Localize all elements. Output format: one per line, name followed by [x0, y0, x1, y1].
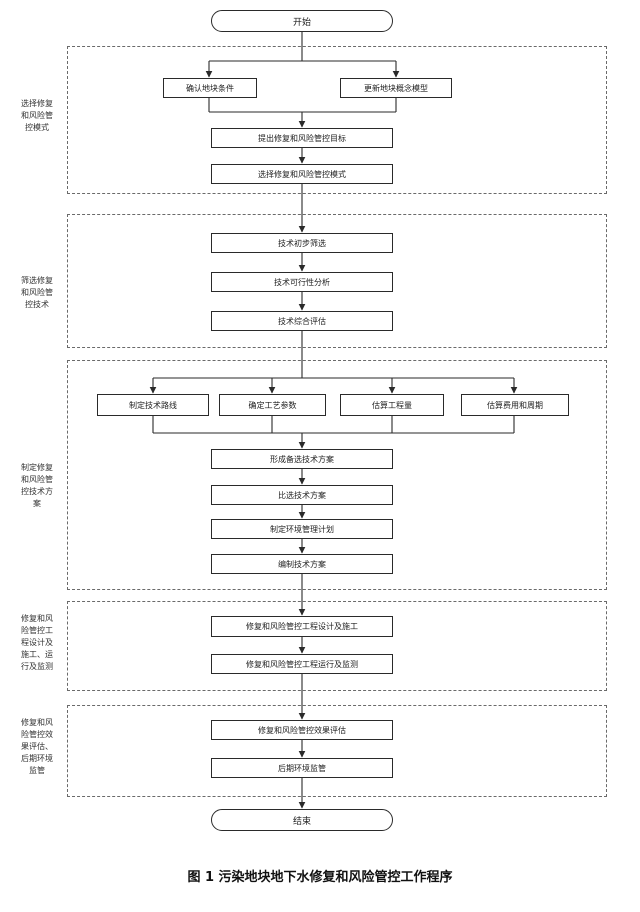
section-label-4: 修复和风险管控工程设计及施工、运行及监测 — [21, 614, 53, 671]
section-label-2: 筛选修复和风险管控技术 — [21, 276, 53, 309]
section-label-5: 修复和风险管控效果评估、后期环境监管 — [21, 718, 53, 775]
step-environmental-plan: 制定环境管理计划 — [211, 519, 393, 539]
step-compare-schemes: 比选技术方案 — [211, 485, 393, 505]
step-process-parameters: 确定工艺参数 — [219, 394, 326, 416]
step-confirm-site-conditions: 确认地块条件 — [163, 78, 257, 98]
section-frame-2 — [67, 214, 607, 348]
section-frame-1 — [67, 46, 607, 194]
step-operation-monitoring: 修复和风险管控工程运行及监测 — [211, 654, 393, 674]
step-estimate-cost-period: 估算费用和周期 — [461, 394, 569, 416]
step-initial-screening: 技术初步筛选 — [211, 233, 393, 253]
step-update-conceptual-model: 更新地块概念模型 — [340, 78, 452, 98]
step-select-mode: 选择修复和风险管控模式 — [211, 164, 393, 184]
step-alternative-schemes: 形成备选技术方案 — [211, 449, 393, 469]
section-frame-4 — [67, 601, 607, 691]
step-technical-route: 制定技术路线 — [97, 394, 209, 416]
section-label-3: 制定修复和风险管控技术方案 — [21, 463, 53, 508]
step-post-supervision: 后期环境监管 — [211, 758, 393, 778]
figure-caption: 图 1 污染地块地下水修复和风险管控工作程序 — [187, 870, 453, 885]
step-design-construction: 修复和风险管控工程设计及施工 — [211, 616, 393, 637]
step-effect-evaluation: 修复和风险管控效果评估 — [211, 720, 393, 740]
step-comprehensive-evaluation: 技术综合评估 — [211, 311, 393, 331]
section-frame-3 — [67, 360, 607, 590]
section-frame-5 — [67, 705, 607, 797]
start-terminal: 开始 — [211, 10, 393, 32]
step-propose-targets: 提出修复和风险管控目标 — [211, 128, 393, 148]
section-label-1: 选择修复和风险管控模式 — [21, 99, 53, 132]
step-feasibility-analysis: 技术可行性分析 — [211, 272, 393, 292]
step-compile-scheme: 编制技术方案 — [211, 554, 393, 574]
step-estimate-quantities: 估算工程量 — [340, 394, 444, 416]
end-terminal: 结束 — [211, 809, 393, 831]
